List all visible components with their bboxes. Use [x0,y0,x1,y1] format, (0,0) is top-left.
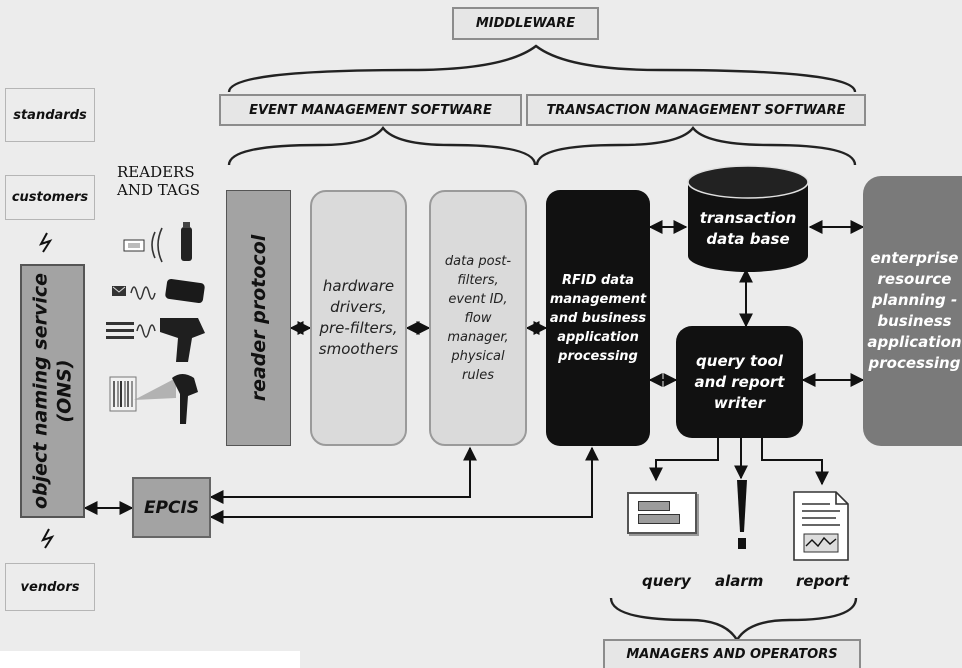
reader-protocol-box: reader protocol [226,190,291,446]
hardware-drivers-box: hardware drivers, pre-filters, smoothers [310,190,407,446]
epcis-label: EPCIS [143,497,200,518]
object-naming-service-box: object naming service (ONS) [20,264,85,518]
report-document-icon [792,490,850,562]
link-squiggle-top [38,232,53,253]
event-brace [227,126,537,166]
transaction-management-label: TRANSACTION MANAGEMENT SOFTWARE [526,94,866,126]
managers-operators-label: MANAGERS AND OPERATORS [603,639,861,668]
arrow-epcis-postfilter [209,446,477,504]
object-naming-service-label: object naming service (ONS) [28,272,75,510]
customers-label: customers [5,175,95,220]
standards-label: standards [5,88,95,142]
middleware-label: MIDDLEWARE [452,7,599,40]
reader-group-1 [123,222,192,263]
reader-group-3 [106,318,205,362]
report-caption: report [796,572,850,590]
transaction-brace [535,126,857,166]
arrow-to-report [761,438,829,486]
alarm-exclamation-icon [734,480,750,552]
enterprise-resource-planning-label: enterprise resource planning - business … [867,249,962,372]
enterprise-resource-planning-box: enterprise resource planning - business … [863,176,962,446]
managers-brace [609,597,858,643]
readers-tags-label: READERS AND TAGS [117,163,201,199]
query-caption: query [642,572,691,590]
epcis-box: EPCIS [132,477,211,538]
reader-group-4 [109,374,198,424]
reader-group-2 [112,278,205,304]
query-tool-box: query tool and report writer [676,326,803,438]
hardware-drivers-label: hardware drivers, pre-filters, smoothers [318,277,399,358]
arrow-to-query [649,438,719,482]
alarm-caption: alarm [715,572,764,590]
transaction-database-label: transaction data base [699,209,797,248]
transaction-database-box: transaction data base [686,164,810,274]
white-corner [0,651,300,668]
event-management-label: EVENT MANAGEMENT SOFTWARE [219,94,522,126]
data-post-filters-label: data post-filters, event ID, flow manage… [444,253,512,383]
query-form-icon [627,492,697,534]
database-cylinder-icon [687,165,809,272]
link-squiggle-bottom [40,528,55,549]
middleware-brace [227,44,857,93]
data-post-filters-box: data post-filters, event ID, flow manage… [429,190,527,446]
rfid-data-management-box: RFID data management and business applic… [546,190,650,446]
rfid-data-management-label: RFID data management and business applic… [549,272,647,364]
query-tool-label: query tool and report writer [694,351,785,412]
reader-protocol-label: reader protocol [247,234,270,402]
vendors-label: vendors [5,563,95,611]
arrow-epcis-rfid [209,446,599,524]
